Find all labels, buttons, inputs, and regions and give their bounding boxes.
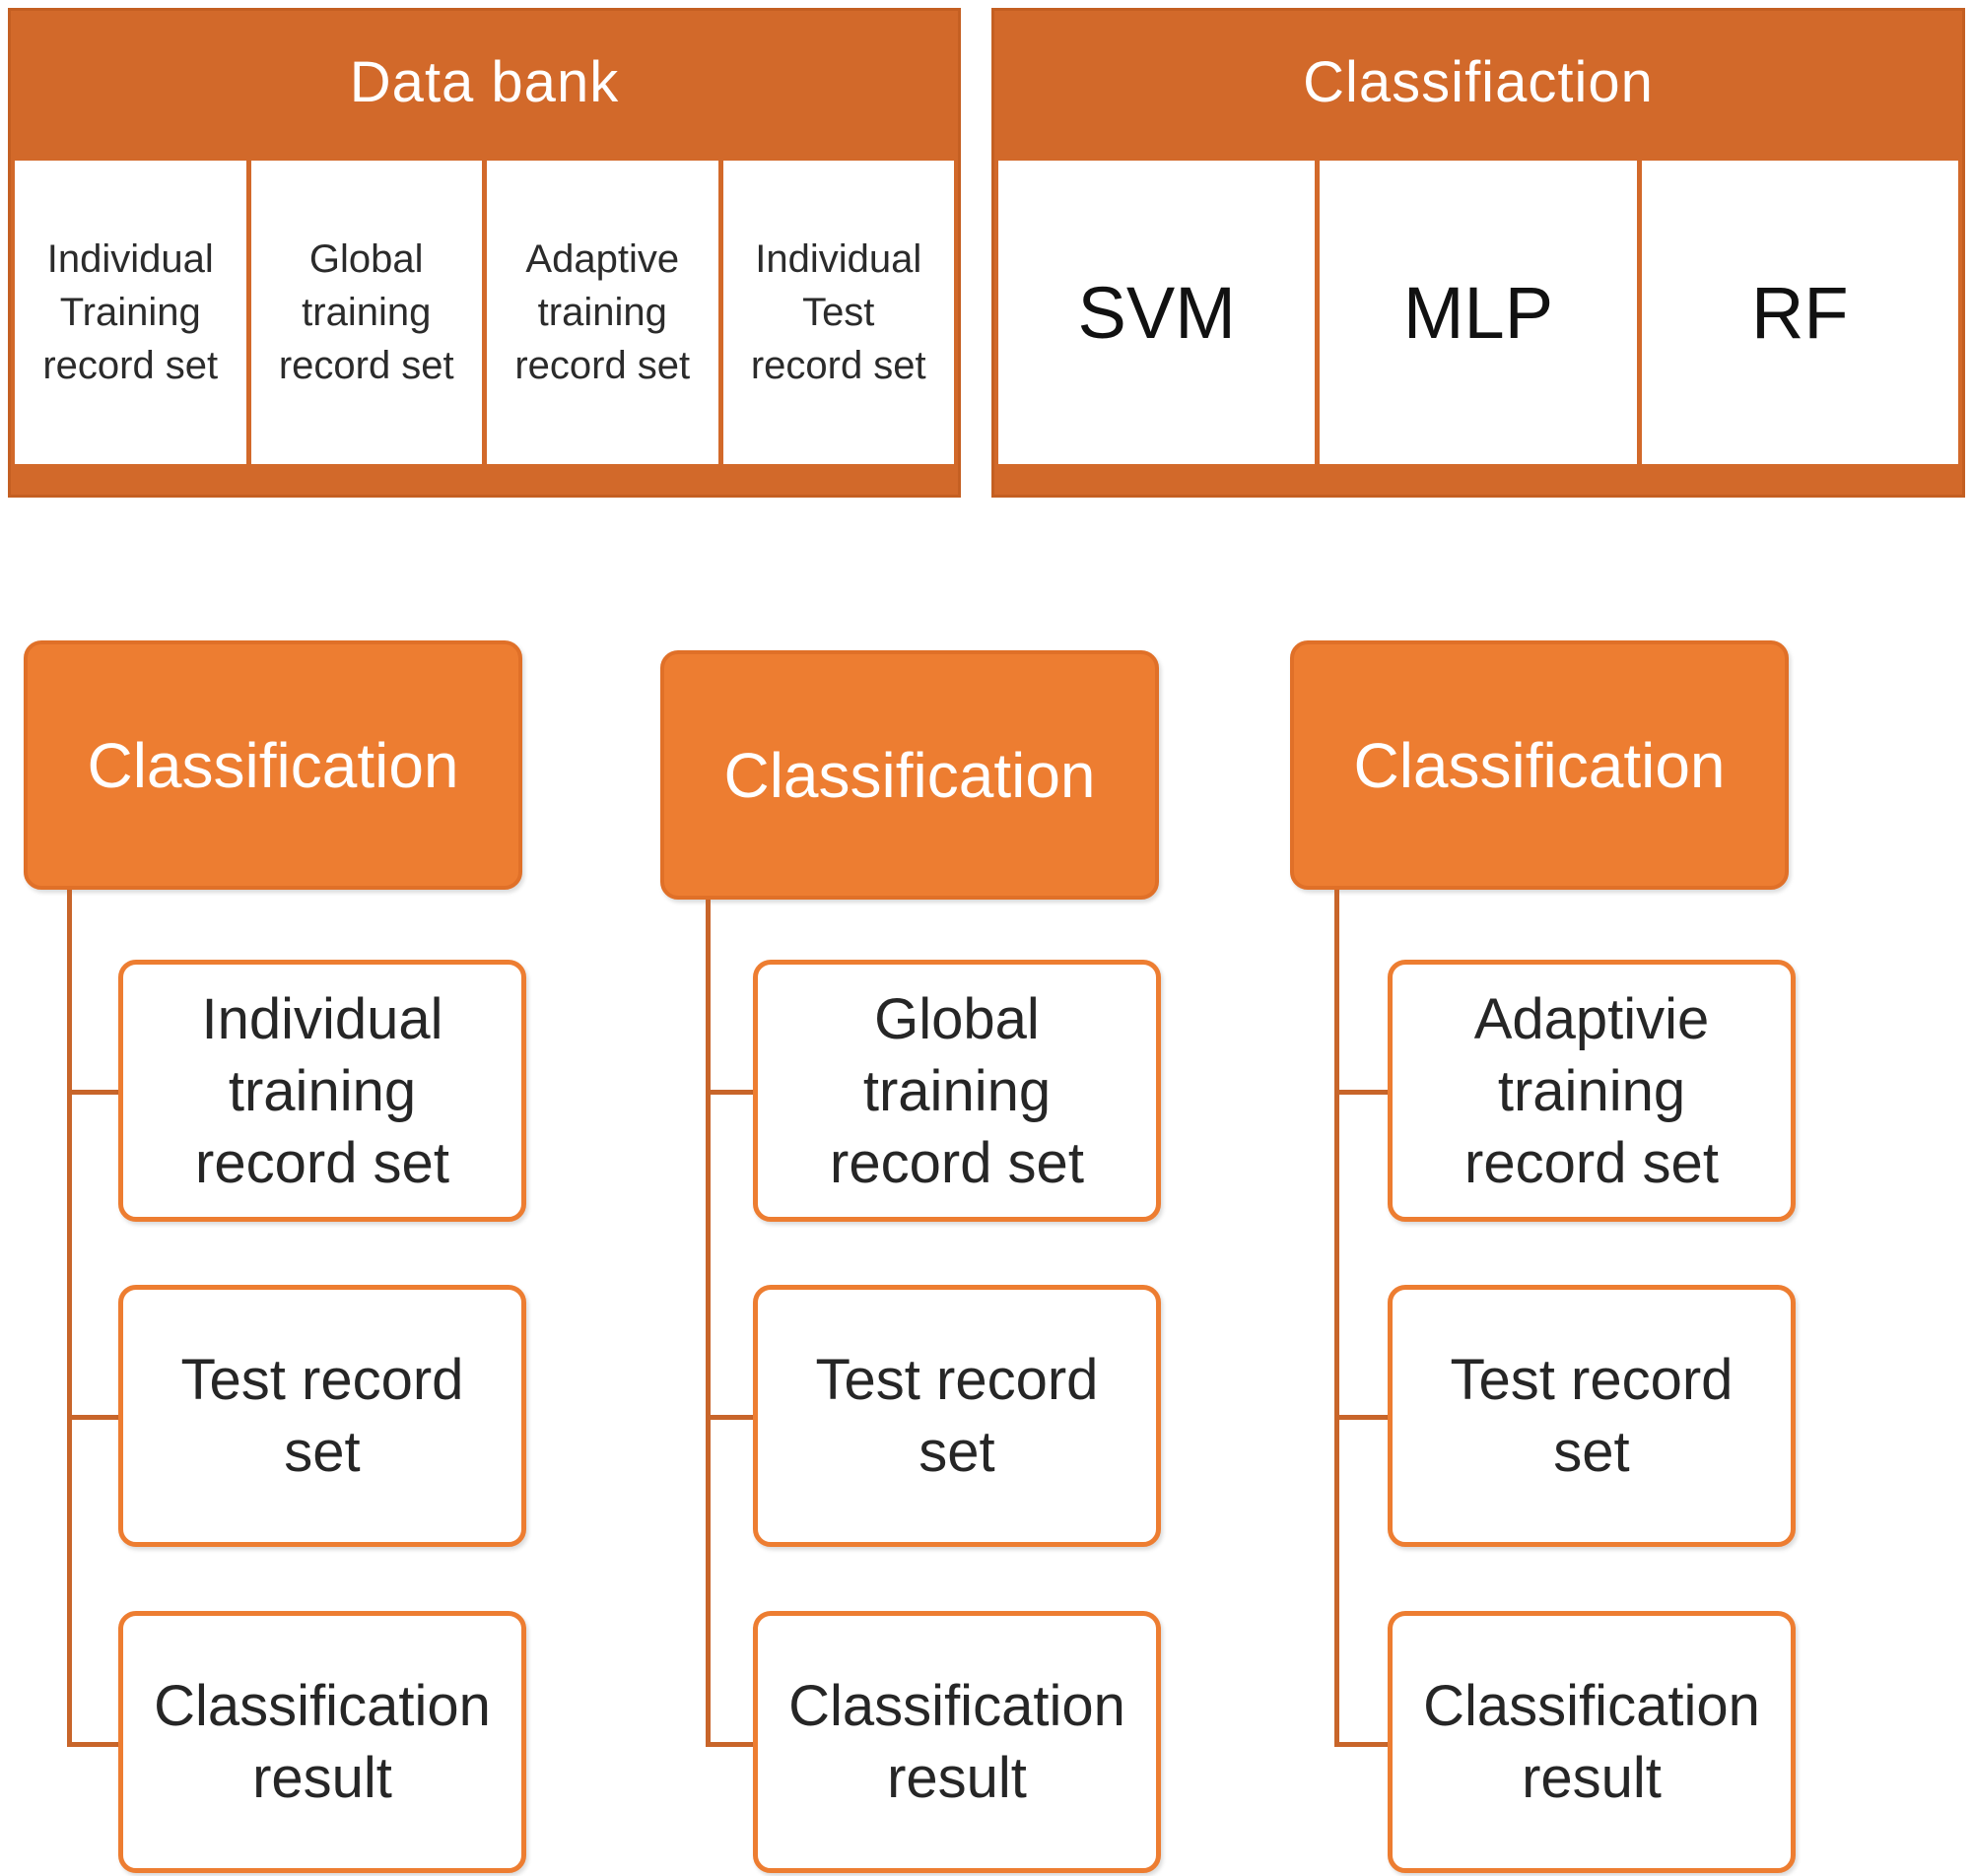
column-3-test-set-box: Test record set [1388, 1285, 1796, 1547]
column-1-test-set-box: Test record set [118, 1285, 526, 1547]
column-2-connector-2 [706, 1415, 757, 1420]
column-2-result-box: Classification result [753, 1611, 1161, 1873]
column-2-connector-1 [706, 1090, 757, 1095]
column-1-result-box: Classification result [118, 1611, 526, 1873]
classification-header-2: Classification [660, 650, 1159, 900]
classifier-cells: SVM MLP RF [998, 161, 1958, 464]
classifier-title: Classifiaction [1303, 50, 1654, 114]
data-bank-cell-individual-training: Individual Training record set [15, 161, 251, 464]
classifier-cell-svm: SVM [998, 161, 1321, 464]
data-bank-cell-global-training: Global training record set [250, 161, 487, 464]
column-1-connector-3 [67, 1742, 120, 1747]
column-1-connector-1 [67, 1090, 120, 1095]
data-bank-cells: Individual Training record set Global tr… [15, 161, 954, 464]
classification-header-1: Classification [24, 640, 522, 890]
column-3-connector-vertical [1334, 890, 1339, 1747]
column-2-connector-3 [706, 1742, 757, 1747]
column-3-training-set-box: Adaptivie training record set [1388, 960, 1796, 1222]
data-bank-table: Data bank Individual Training record set… [8, 8, 961, 498]
data-bank-cell-individual-test: Individual Test record set [722, 161, 954, 464]
column-3-result-box: Classification result [1388, 1611, 1796, 1873]
column-3-connector-2 [1334, 1415, 1390, 1420]
column-2-connector-vertical [706, 900, 711, 1747]
data-bank-cell-adaptive-training: Adaptive training record set [487, 161, 723, 464]
column-3-connector-1 [1334, 1090, 1390, 1095]
column-1-connector-2 [67, 1415, 120, 1420]
classifier-cell-rf: RF [1641, 161, 1958, 464]
data-bank-title: Data bank [349, 50, 620, 114]
column-1-connector-vertical [67, 890, 72, 1747]
column-2-test-set-box: Test record set [753, 1285, 1161, 1547]
classifier-cell-mlp: MLP [1320, 161, 1642, 464]
column-2-training-set-box: Global training record set [753, 960, 1161, 1222]
classifier-table: Classifiaction SVM MLP RF [991, 8, 1965, 498]
column-3-connector-3 [1334, 1742, 1390, 1747]
column-1-training-set-box: Individual training record set [118, 960, 526, 1222]
classification-header-3: Classification [1290, 640, 1789, 890]
